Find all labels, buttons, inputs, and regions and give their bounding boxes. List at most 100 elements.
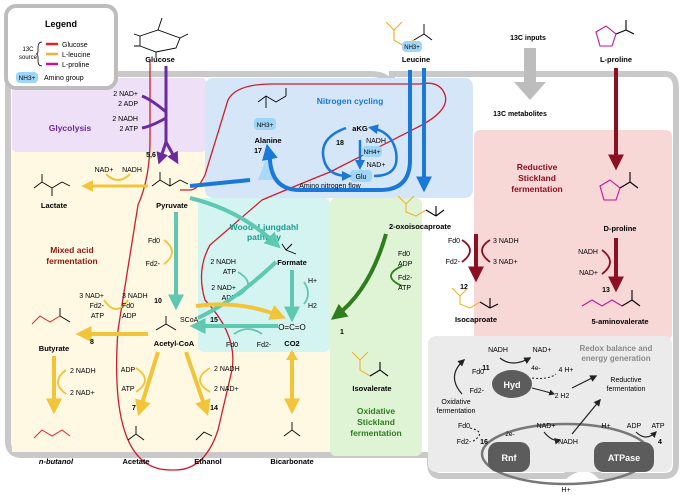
redox-panel xyxy=(428,336,672,472)
legend-item-proline: L-proline xyxy=(62,62,89,69)
rnf-complex xyxy=(488,442,530,472)
hyd-cofactor-nadh: NADH xyxy=(488,347,508,354)
legend-source-label-1: 13C xyxy=(22,47,34,53)
pyruvate-to-alanine-arrow xyxy=(189,178,251,188)
lactate-label: Lactate xyxy=(41,201,67,210)
rnf-nadh: NADH xyxy=(558,439,578,446)
d-proline-structure xyxy=(599,172,639,201)
oxidative-cofactor-1: Fd0 xyxy=(398,251,410,258)
glycolysis-cofactor-3: 2 NADH xyxy=(112,116,138,123)
alanine-amino-chip xyxy=(254,118,276,130)
rnf-fd-curve xyxy=(469,427,481,443)
legend-brace xyxy=(35,41,43,67)
oxidative-cofactor-curve xyxy=(390,265,403,287)
acetyl-number: 10 xyxy=(154,298,162,305)
hyd-label: Hyd xyxy=(503,380,520,390)
wl-fd-2: Fd2- xyxy=(257,342,272,349)
bicarbonate-label: Bicarbonate xyxy=(270,457,313,466)
akg-cofactor-2: NH4+ xyxy=(364,149,381,156)
hyd-cofactor-nad: NAD+ xyxy=(533,347,552,354)
reductive-stickland-title-1: Reductive xyxy=(517,162,558,172)
lactate-cofactor-1: NAD+ xyxy=(95,167,114,174)
leucine-amino-chip xyxy=(402,41,422,52)
wl-fd-curve xyxy=(233,328,263,335)
co2-label: CO2 xyxy=(284,339,299,348)
reductive-stickland-title-3: fermentation xyxy=(511,184,562,194)
oxidative-fermentation-label-1: Oxidative xyxy=(441,399,470,406)
aminovalerate-label: 5-aminovalerate xyxy=(591,317,648,326)
butyrate-in-2: Fd2- xyxy=(90,303,105,310)
legend-title: Legend xyxy=(45,19,77,29)
butyrate-label: Butyrate xyxy=(39,344,69,353)
butyrate-structure xyxy=(31,315,61,325)
rnf-fd0: Fd0 xyxy=(458,423,470,430)
oxidative-cofactor-2: ADP xyxy=(398,261,413,268)
membrane-h-plus: H+ xyxy=(561,487,570,494)
reductive-cofactor-curve xyxy=(461,239,471,263)
isocaproate-structure xyxy=(451,287,499,309)
proline-cofactor-2: NAD+ xyxy=(579,270,598,277)
glu-label: Glu xyxy=(356,174,367,181)
acetate-cofactor-1: ADP xyxy=(121,367,136,374)
mixed-acid-title-1: Mixed acid xyxy=(50,245,93,255)
wl-number: 15 xyxy=(210,317,218,324)
acetyl-coa-scoa: SCoA xyxy=(180,317,199,324)
ethanol-cofactor-1: 2 NADH xyxy=(214,366,240,373)
co2-structure: O=C=O xyxy=(278,323,306,332)
amino-nitrogen-flow-label: Amino nitrogen flow xyxy=(299,183,361,190)
acetyl-coa-label: Acetyl-CoA xyxy=(154,339,195,348)
bicarbonate-structure xyxy=(283,422,301,437)
proline-cofactor-curve xyxy=(601,249,611,275)
hyd-nad-curve xyxy=(499,357,532,364)
butyrate-out-2: Fd0 xyxy=(122,303,134,310)
atpase-curve xyxy=(635,431,657,439)
reductive-cofactor-3: Fd2- xyxy=(446,259,461,266)
pyruvate-to-formate-arrow xyxy=(189,196,281,249)
oxidative-panel xyxy=(330,198,422,456)
acetyl-to-co2-arrow xyxy=(195,302,286,320)
aminovalerate-structure xyxy=(581,290,641,307)
oxidative-fermentation-label-2: fermentation xyxy=(437,408,476,415)
isovalerate-structure xyxy=(351,351,389,377)
d-proline-label: D-proline xyxy=(604,224,637,233)
akg-label: aKG xyxy=(352,124,368,133)
legend-amino-chip xyxy=(16,72,38,83)
ethanol-cofactor-curve xyxy=(199,367,211,393)
glycolysis-cofactor-4: 2 ATP xyxy=(119,126,138,133)
reductive-stickland-title-2: Stickland xyxy=(518,173,556,183)
hyd-h2-arrow xyxy=(531,373,557,379)
acetyl-coa-structure xyxy=(155,316,177,331)
lactate-structure xyxy=(33,174,71,196)
redox-title-2: energy generation xyxy=(581,354,650,363)
isovalerate-number: 1 xyxy=(340,329,344,336)
oxidative-cofactor-4: ATP xyxy=(398,285,411,292)
wl-formate-cofactor-2: ATP xyxy=(223,269,236,276)
reductive-fermentation-arrow xyxy=(571,375,598,389)
ethanol-structure xyxy=(195,431,213,441)
formate-to-acetyl-arrow xyxy=(197,260,278,320)
formate-structure xyxy=(281,243,297,255)
reductive-cofactor-curve-2 xyxy=(481,239,491,263)
oxidative-cofactor-3: Fd2- xyxy=(398,275,413,282)
ethanol-number: 14 xyxy=(210,405,218,412)
butanol-cofactor-curve xyxy=(57,369,67,395)
legend-amino-chip-text: NH3+ xyxy=(19,75,36,82)
alanine-number: 17 xyxy=(254,148,262,155)
l-proline-label: L-proline xyxy=(600,55,632,64)
alanine-amino-text: NH3+ xyxy=(257,122,274,129)
acetate-number: 7 xyxy=(132,405,136,412)
atpase-adp: ADP xyxy=(627,423,642,430)
wl-h-plus: H+ xyxy=(308,278,317,285)
oxoisocaproate-structure xyxy=(397,195,445,217)
oxoisocaproate-label: 2-oxoisocaproate xyxy=(389,222,451,231)
bicarbonate-reverse-head xyxy=(286,350,298,360)
atpase-complex xyxy=(594,442,654,472)
reductive-fermentation-label-2: fermentation xyxy=(607,386,646,393)
c13-metabolites-label: 13C metabolites xyxy=(493,111,547,118)
amino-nitrogen-flow-arrow xyxy=(262,70,412,192)
atpase-atp: ATP xyxy=(651,423,664,430)
acetate-label: Acetate xyxy=(122,457,149,466)
c13-inputs-label: 13C inputs xyxy=(510,35,546,42)
butyrate-out-3: ADP xyxy=(122,313,137,320)
acetyl-to-ethanol-arrow xyxy=(184,351,211,417)
